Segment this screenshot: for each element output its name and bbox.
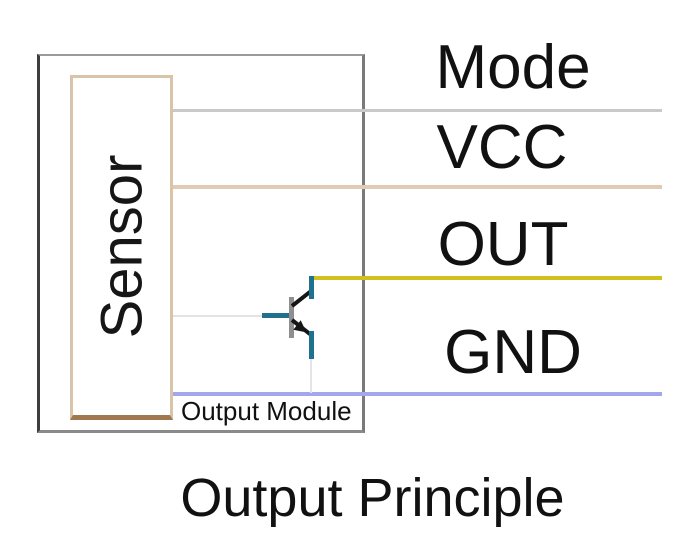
pin-label-vcc: VCC bbox=[436, 113, 568, 182]
transistor-base-connection-wire bbox=[173, 315, 264, 317]
transistor-emitter-lead bbox=[309, 331, 314, 359]
pin-label-out: OUT bbox=[437, 210, 569, 279]
vcc-wire bbox=[173, 185, 662, 189]
pin-label-gnd: GND bbox=[444, 318, 582, 387]
transistor-emitter-connection-wire bbox=[310, 358, 312, 393]
gnd-wire bbox=[173, 392, 662, 396]
transistor-base-bar bbox=[289, 297, 294, 338]
transistor-base-lead bbox=[262, 313, 294, 318]
sensor-box: Sensor bbox=[70, 75, 173, 420]
sensor-label: Sensor bbox=[89, 154, 154, 339]
pin-label-mode: Mode bbox=[435, 33, 591, 102]
diagram-title: Output Principle bbox=[180, 468, 565, 528]
output-module-label: Output Module bbox=[181, 396, 352, 426]
mode-wire bbox=[173, 109, 662, 112]
transistor-collector-lead bbox=[309, 276, 314, 299]
out-wire bbox=[310, 276, 662, 280]
